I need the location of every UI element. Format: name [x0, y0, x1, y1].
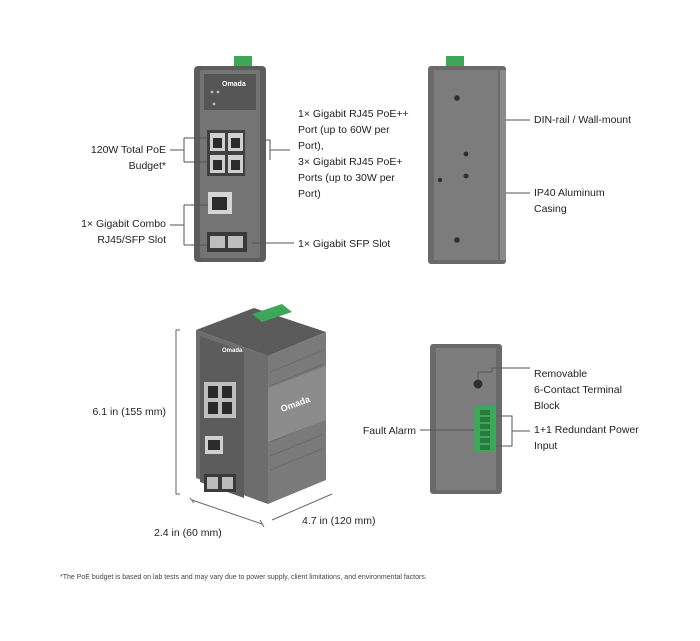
iso-view-device: Omada Omada	[196, 304, 326, 504]
width-dimension-label: 2.4 in (60 mm)	[154, 527, 222, 539]
front-leaders	[170, 137, 294, 246]
sfp-slot-label: 1× Gigabit SFP Slot	[298, 238, 391, 250]
fault-alarm-label: Fault Alarm	[362, 425, 416, 437]
front-logo: Omada	[222, 81, 246, 88]
iso-terminal-block	[252, 304, 292, 322]
rear-view-device	[430, 344, 502, 494]
side-view-device	[428, 56, 506, 264]
front-terminal-block	[234, 56, 252, 68]
redundant-power-label: 1+1 Redundant Power Input	[534, 424, 639, 452]
iso-front-logo: Omada	[222, 348, 243, 354]
side-din-rail-clip	[500, 70, 506, 260]
dimension-lines	[175, 329, 333, 528]
casing-label: IP40 Aluminum Casing	[534, 187, 605, 215]
front-view-device: Omada	[194, 56, 266, 262]
combo-slot-label: 1× Gigabit Combo RJ45/SFP Slot	[81, 218, 166, 246]
rear-leaders	[420, 367, 530, 447]
din-rail-label: DIN-rail / Wall-mount	[534, 114, 632, 126]
side-terminal-block	[446, 56, 464, 68]
poe-budget-label: 120W Total PoE Budget*	[90, 144, 166, 172]
footnote: *The PoE budget is based on lab tests an…	[60, 574, 427, 581]
depth-dimension-label: 4.7 in (120 mm)	[302, 515, 376, 527]
rj45-ports-label: 1× Gigabit RJ45 PoE++ Port (up to 60W pe…	[298, 108, 409, 200]
terminal-block-label: Removable 6-Contact Terminal Block	[534, 368, 622, 412]
height-dimension-label: 6.1 in (155 mm)	[92, 406, 166, 418]
side-leaders	[506, 119, 530, 194]
ground-screw	[473, 379, 483, 389]
